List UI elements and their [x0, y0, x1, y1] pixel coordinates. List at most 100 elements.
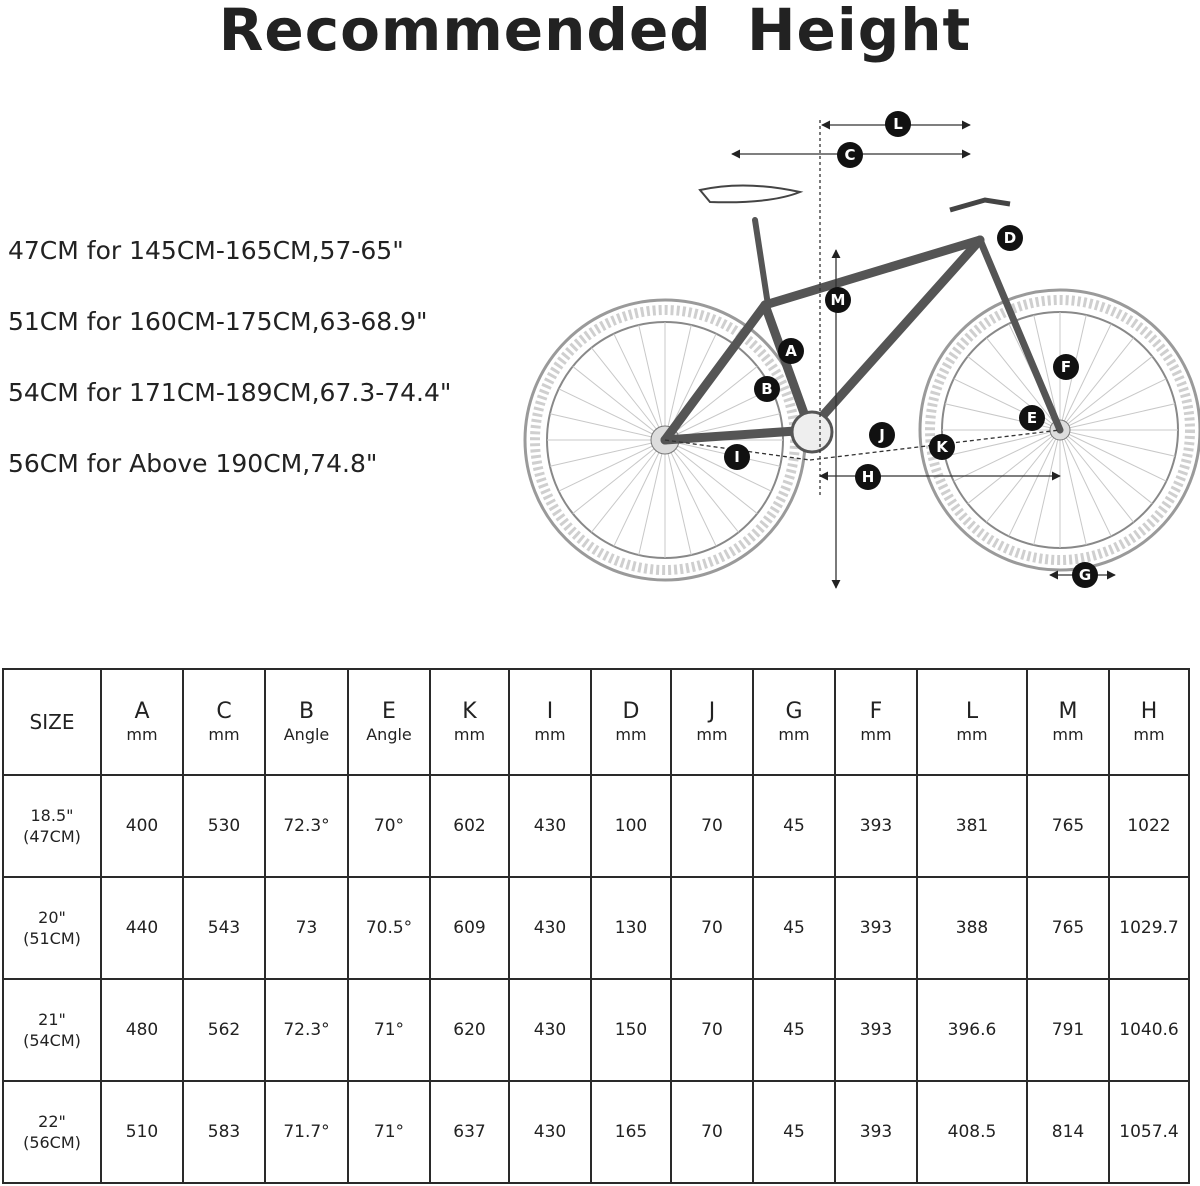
spoke — [572, 439, 666, 514]
spoke — [664, 388, 772, 441]
value-cell-a: 440 — [100, 876, 184, 980]
svg-text:M: M — [831, 291, 846, 309]
value-cell-l: 388 — [916, 876, 1028, 980]
value-cell-j: 70 — [670, 876, 754, 980]
label-I-badge: I — [724, 444, 750, 470]
spoke — [664, 439, 772, 492]
spoke — [1059, 429, 1112, 537]
value-cell-m: 814 — [1026, 1080, 1110, 1184]
handlebar — [949, 197, 1011, 213]
spoke — [1059, 429, 1134, 523]
value-cell-j: 70 — [670, 774, 754, 878]
svg-text:L: L — [893, 115, 903, 133]
value-cell-m: 765 — [1026, 774, 1110, 878]
value-cell-m: 791 — [1026, 978, 1110, 1082]
svg-text:H: H — [862, 468, 875, 486]
header-size: SIZE — [2, 668, 102, 776]
value-cell-h: 1022 — [1108, 774, 1190, 878]
value-cell-c: 562 — [182, 978, 266, 1082]
value-cell-h: 1040.6 — [1108, 978, 1190, 1082]
spoke — [1059, 429, 1167, 482]
svg-text:D: D — [1004, 229, 1016, 247]
size-recommendation-56cm: 56CM for Above 190CM,74.8" — [8, 449, 378, 478]
spoke — [664, 439, 717, 547]
value-cell-a: 510 — [100, 1080, 184, 1184]
value-cell-k: 602 — [429, 774, 510, 878]
label-E-badge: E — [1019, 405, 1045, 431]
size-cell: 22" (56CM) — [2, 1080, 102, 1184]
value-cell-e: 70.5° — [347, 876, 431, 980]
value-cell-l: 396.6 — [916, 978, 1028, 1082]
svg-text:F: F — [1061, 358, 1071, 376]
page-title: Recommended Height — [218, 0, 972, 64]
svg-text:J: J — [878, 426, 885, 444]
svg-text:K: K — [936, 438, 949, 456]
value-cell-i: 430 — [508, 876, 592, 980]
spoke — [664, 439, 692, 556]
value-cell-i: 430 — [508, 978, 592, 1082]
value-cell-f: 393 — [834, 1080, 918, 1184]
value-cell-k: 637 — [429, 1080, 510, 1184]
spoke — [967, 429, 1061, 504]
svg-text:C: C — [844, 146, 855, 164]
spoke — [664, 366, 758, 441]
value-cell-g: 45 — [752, 876, 836, 980]
chainring — [790, 410, 834, 454]
svg-text:G: G — [1079, 566, 1091, 584]
size-recommendation-47cm: 47CM for 145CM-165CM,57-65" — [8, 236, 404, 265]
svg-text:I: I — [734, 448, 740, 466]
label-G-badge: G — [1072, 562, 1098, 588]
spoke — [1059, 429, 1176, 457]
label-D-badge: D — [997, 225, 1023, 251]
spoke — [549, 413, 666, 441]
spoke — [664, 439, 758, 514]
spoke — [1033, 429, 1061, 546]
value-cell-d: 130 — [590, 876, 672, 980]
value-cell-j: 70 — [670, 978, 754, 1082]
spoke — [1008, 429, 1061, 537]
label-F-badge: F — [1053, 354, 1079, 380]
spoke — [638, 439, 666, 556]
value-cell-k: 620 — [429, 978, 510, 1082]
size-cell: 21" (54CM) — [2, 978, 102, 1082]
value-cell-e: 70° — [347, 774, 431, 878]
bike-frame — [660, 217, 1064, 445]
value-cell-f: 393 — [834, 876, 918, 980]
label-J-badge: J — [869, 422, 895, 448]
value-cell-c: 543 — [182, 876, 266, 980]
spoke — [986, 337, 1061, 431]
label-H-badge: H — [855, 464, 881, 490]
spoke — [1059, 429, 1153, 504]
spoke — [664, 439, 739, 533]
spoke — [591, 439, 666, 533]
value-cell-j: 70 — [670, 1080, 754, 1184]
value-cell-i: 430 — [508, 1080, 592, 1184]
label-B-badge: B — [754, 376, 780, 402]
svg-text:B: B — [761, 380, 772, 398]
spoke — [1059, 356, 1153, 431]
value-cell-e: 71° — [347, 978, 431, 1082]
saddle — [698, 184, 804, 204]
label-L-badge: L — [885, 111, 911, 137]
size-recommendation-51cm: 51CM for 160CM-175CM,63-68.9" — [8, 307, 428, 336]
spoke — [591, 347, 666, 441]
bike-geometry-diagram: L C D M A B F E J K I H G — [510, 100, 1200, 600]
value-cell-e: 71° — [347, 1080, 431, 1184]
value-cell-f: 393 — [834, 774, 918, 878]
spoke — [1059, 378, 1167, 431]
spoke — [638, 324, 666, 441]
value-cell-f: 393 — [834, 978, 918, 1082]
